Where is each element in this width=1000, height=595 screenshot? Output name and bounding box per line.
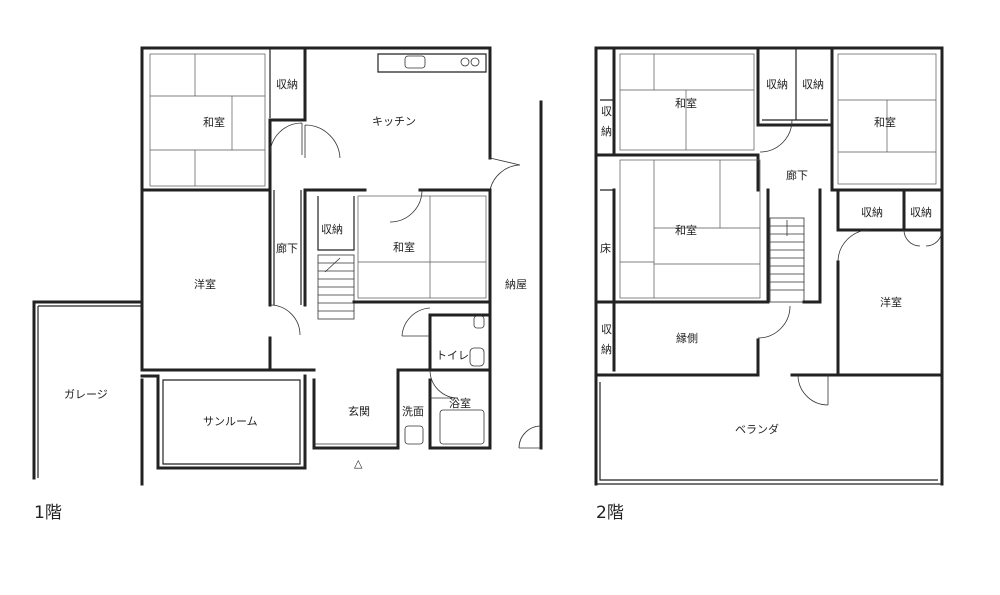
- f1-label-garage: ガレージ: [64, 388, 108, 401]
- f2-label-toko: 床: [600, 241, 611, 255]
- f1-sunroom-inner: [162, 379, 301, 465]
- floor-1-plan: 和室 収納 キッチン 廊下 収納 和室 洋室 納屋 ガレージ トイレ サンルーム…: [32, 46, 543, 523]
- f2-label-storage-top-b: 収納: [802, 78, 824, 91]
- f2-label-storage-right-a: 収納: [861, 206, 883, 219]
- f1-label-kitchen: キッチン: [372, 115, 416, 128]
- f2-right-storage-walls: [836, 188, 944, 232]
- f1-tatami-nw: [149, 53, 266, 187]
- f2-label-youshitsu: 洋室: [880, 295, 902, 309]
- f2-tatami-top: [619, 53, 755, 151]
- f1-door-nw: [269, 122, 303, 156]
- f1-label-bathroom: 浴室: [449, 396, 471, 410]
- f1-washbasin-icon: [404, 425, 424, 445]
- f1-label-sunroom: サンルーム: [203, 415, 258, 428]
- f2-label-engawa: 縁側: [676, 331, 698, 345]
- f1-label-youshitsu: 洋室: [194, 277, 216, 291]
- f2-stairs: [769, 217, 805, 303]
- f1-stairs: [317, 254, 355, 320]
- f1-label-storage-nw: 収納: [276, 78, 298, 91]
- f1-hall-door: [269, 304, 301, 336]
- f2-label-washitsu-top: 和室: [675, 96, 697, 110]
- f2-label-veranda: ベランダ: [735, 422, 779, 436]
- f2-washitsu-center-walls: [612, 153, 770, 304]
- f2-veranda-rail: [596, 382, 942, 485]
- f1-label-entrance: 玄関: [348, 404, 370, 418]
- f2-youshitsu-door: [837, 229, 871, 263]
- f2-label-storage-left-top: 収納: [601, 105, 612, 138]
- f1-sink-icon: [404, 55, 426, 69]
- f1-storehouse-door: [518, 425, 542, 449]
- f1-outer-wall: [140, 46, 492, 486]
- f1-label-storehouse: 納屋: [505, 278, 527, 291]
- f1-toilet-door: [401, 307, 431, 337]
- f1-label-hallway: 廊下: [276, 241, 298, 255]
- f1-back-door: [489, 157, 521, 191]
- f1-label-washroom: 洗面: [402, 405, 424, 418]
- f2-engawa-walls: [594, 338, 840, 377]
- f1-label-washitsu-nw: 和室: [203, 115, 225, 129]
- f1-wet-door: [429, 369, 459, 399]
- f1-tatami-mid: [357, 195, 487, 299]
- f1-storage-mid: [317, 196, 355, 251]
- f2-label-storage-right-b: 収納: [910, 206, 932, 219]
- f1-kitchen-counter: [377, 53, 487, 73]
- f1-bathtub-icon: [439, 409, 485, 445]
- f2-engawa-door: [757, 305, 791, 339]
- f1-youshitsu-walls: [140, 368, 316, 378]
- f1-entry-mark: △: [354, 457, 363, 470]
- f1-wet-walls: [396, 313, 492, 450]
- f2-storage-right-door: [903, 229, 943, 247]
- floor-1-label: 1階: [34, 503, 62, 523]
- f1-stove-icon: [460, 57, 470, 67]
- f2-tatami-right: [837, 53, 937, 185]
- f2-label-storage-top-a: 収納: [766, 78, 788, 91]
- f2-stairs-wall: [802, 188, 822, 304]
- f2-veranda-door: [797, 374, 829, 406]
- f2-label-washitsu-center: 和室: [675, 223, 697, 237]
- f2-label-hallway: 廊下: [786, 168, 808, 182]
- f1-label-toilet: トイレ: [436, 349, 469, 362]
- f2-outer-wall: [594, 46, 944, 486]
- f1-label-washitsu-mid: 和室: [393, 240, 415, 254]
- f1-kitchen-door: [304, 124, 341, 159]
- f1-mid-door: [389, 189, 423, 223]
- f1-hall-inner: [273, 190, 302, 305]
- f2-youshitsu-walls: [836, 260, 944, 377]
- f2-washitsu-top-walls: [612, 46, 834, 157]
- f2-door-top: [759, 119, 793, 153]
- f1-toilet-icon: [473, 315, 485, 329]
- f2-label-washitsu-right: 和室: [874, 115, 896, 129]
- f1-label-storage-mid: 収納: [321, 223, 343, 236]
- f2-tatami-center: [619, 159, 761, 299]
- floor-2-label: 2階: [596, 503, 624, 523]
- f1-garage-wall: [32, 300, 144, 480]
- f2-storage-top-walls: [762, 48, 828, 121]
- f1-hall-walls: [268, 188, 492, 372]
- floor-2-plan: 収納 和室 収納 収納 和室 廊下 和室 床 収納 収納 洋室 収納 縁側 ベラ…: [594, 46, 944, 523]
- f1-sunroom-walls: [156, 374, 307, 470]
- f1-garage-inner: [37, 305, 142, 478]
- f2-label-storage-left-bottom: 収納: [601, 323, 612, 356]
- f2-left-col: [594, 46, 616, 372]
- f2-left-col-inner: [600, 99, 614, 191]
